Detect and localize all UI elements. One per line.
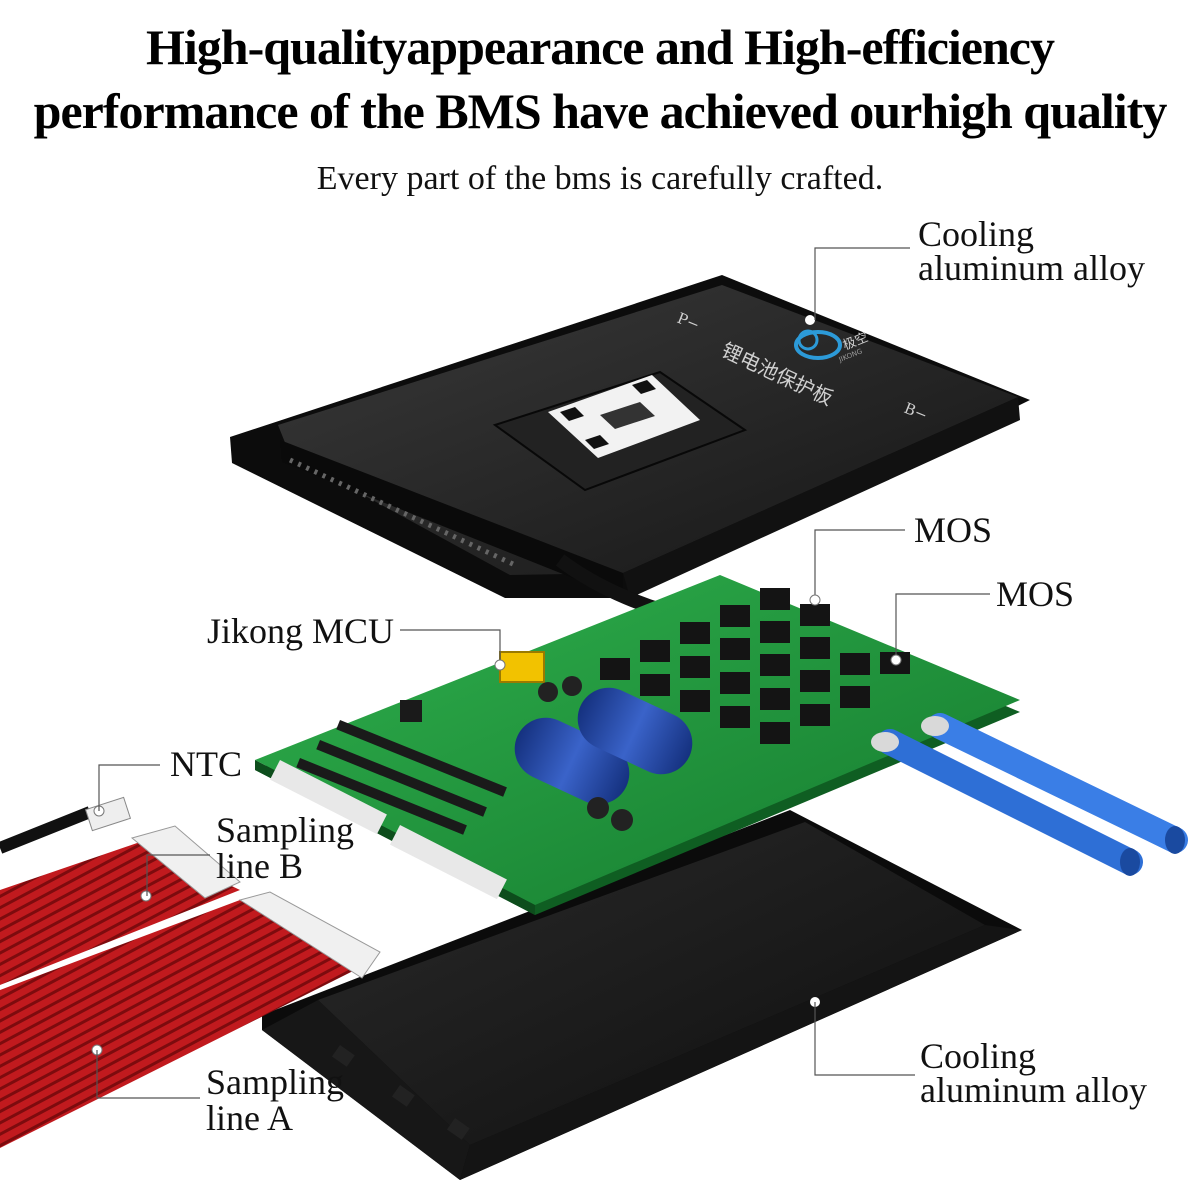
headline-line-1: High-qualityappearance and High-efficien… xyxy=(146,19,1055,75)
top-cooling-cover: 极空 JIKONG 锂电池保护板 P− B− xyxy=(230,275,1030,598)
bottom-cooling-housing xyxy=(262,810,1022,1180)
label-sampling-a-line1: Sampling xyxy=(206,1062,345,1102)
label-mos-1: MOS xyxy=(914,510,993,550)
ntc-wire xyxy=(0,796,132,854)
headline-line-2: performance of the BMS have achieved our… xyxy=(33,83,1168,139)
mos-chip-array xyxy=(600,588,910,744)
subtitle: Every part of the bms is carefully craft… xyxy=(316,160,884,197)
label-cooling-bottom-line2: aluminum alloy xyxy=(920,1070,1147,1110)
label-sampling-b-line1: Sampling xyxy=(216,810,355,850)
mcu-chip xyxy=(499,651,545,683)
leader-lines xyxy=(96,247,990,1099)
sampling-line-a xyxy=(0,891,381,1148)
label-sampling-b-line2: line B xyxy=(216,846,303,886)
label-mos-2: MOS xyxy=(996,574,1075,614)
label-cooling-bottom-line1: Cooling xyxy=(920,1036,1037,1076)
label-ntc: NTC xyxy=(170,744,242,784)
power-cable-blue xyxy=(871,713,1188,876)
label-cooling-top-line2: aluminum alloy xyxy=(918,248,1145,288)
sampling-line-b xyxy=(0,825,241,985)
label-cooling-top-line1: Cooling xyxy=(918,214,1035,254)
label-jikong-mcu: Jikong MCU xyxy=(207,611,395,651)
qr-code-icon xyxy=(548,375,700,458)
pcb-board xyxy=(255,575,1020,915)
label-sampling-a-line2: line A xyxy=(206,1098,293,1138)
capacitor xyxy=(514,676,693,831)
jikong-cloud-logo-icon xyxy=(794,329,842,360)
